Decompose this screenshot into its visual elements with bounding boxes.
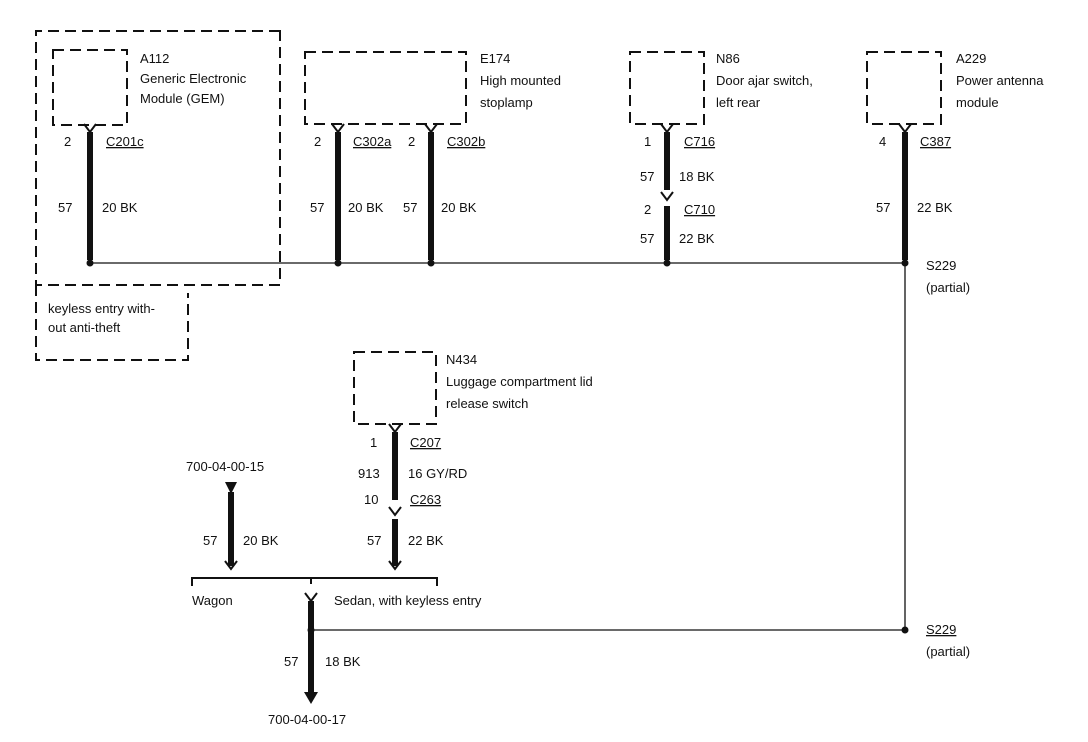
circuit-w3: 57 bbox=[403, 200, 417, 215]
pin-c302b: 2 bbox=[408, 134, 415, 149]
splice-name-top: S229 bbox=[926, 258, 956, 273]
splice-note-top: (partial) bbox=[926, 280, 970, 295]
wire-spec-w1: 20 BK bbox=[102, 200, 138, 215]
circuit-w10: 57 bbox=[284, 654, 298, 669]
component-id-n434: N434 bbox=[446, 352, 477, 367]
component-id-e174: E174 bbox=[480, 51, 510, 66]
pin-c207: 1 bbox=[370, 435, 377, 450]
circuit-w1: 57 bbox=[58, 200, 72, 215]
pin-c710: 2 bbox=[644, 202, 651, 217]
splice-name-bottom: S229 bbox=[926, 622, 956, 637]
splice-s229-top bbox=[901, 259, 909, 267]
splice-dot-output bbox=[307, 626, 315, 634]
circuit-w8: 57 bbox=[367, 533, 381, 548]
component-box-e174 bbox=[304, 51, 467, 125]
splice-dot-e174-b bbox=[427, 259, 435, 267]
circuit-w7: 913 bbox=[358, 466, 380, 481]
connector-name-c207: C207 bbox=[410, 435, 441, 450]
component-desc-a229-1: Power antenna bbox=[956, 73, 1044, 88]
circuit-w2: 57 bbox=[310, 200, 324, 215]
splice-dot-a112 bbox=[86, 259, 94, 267]
connector-name-c710: C710 bbox=[684, 202, 715, 217]
component-desc-n86-1: Door ajar switch, bbox=[716, 73, 813, 88]
connector-name-c302b: C302b bbox=[447, 134, 485, 149]
wire-spec-w2: 20 BK bbox=[348, 200, 384, 215]
pin-c201c: 2 bbox=[64, 134, 71, 149]
splice-note-bottom: (partial) bbox=[926, 644, 970, 659]
component-box-n434 bbox=[353, 351, 437, 425]
option-bracket bbox=[191, 577, 438, 586]
ref-arrow-top bbox=[225, 482, 237, 494]
circuit-w6: 57 bbox=[876, 200, 890, 215]
component-desc-a112-2: Module (GEM) bbox=[140, 91, 225, 106]
component-desc-a112-1: Generic Electronic bbox=[140, 71, 247, 86]
pin-c263: 10 bbox=[364, 492, 378, 507]
ref-bottom: 700-04-00-17 bbox=[268, 712, 346, 727]
connector-name-c716: C716 bbox=[684, 134, 715, 149]
connector-symbol-c201c bbox=[83, 123, 97, 134]
connector-symbol-c207 bbox=[388, 423, 402, 434]
connector-symbol-c716 bbox=[660, 123, 674, 134]
connector-symbol-output bbox=[304, 592, 318, 603]
circuit-w5: 57 bbox=[640, 231, 654, 246]
component-desc-e174-1: High mounted bbox=[480, 73, 561, 88]
wire-spec-w6: 22 BK bbox=[917, 200, 953, 215]
option-box-line-1: keyless entry with- bbox=[48, 301, 155, 316]
branch-label-wagon: Wagon bbox=[192, 593, 233, 608]
component-box-n86 bbox=[629, 51, 705, 125]
component-desc-n434-1: Luggage compartment lid bbox=[446, 374, 593, 389]
ref-arrow-bottom bbox=[304, 692, 318, 704]
wire-spec-w8: 22 BK bbox=[408, 533, 444, 548]
pin-c302a: 2 bbox=[314, 134, 321, 149]
connector-symbol-c263 bbox=[388, 506, 402, 517]
pin-c716: 1 bbox=[644, 134, 651, 149]
connector-symbol-c387 bbox=[898, 123, 912, 134]
connector-symbol-n434-bottom bbox=[388, 560, 402, 571]
wire-spec-w3: 20 BK bbox=[441, 200, 477, 215]
splice-dot-e174-a bbox=[334, 259, 342, 267]
connector-name-c263: C263 bbox=[410, 492, 441, 507]
connector-name-c302a: C302a bbox=[353, 134, 392, 149]
component-id-a229: A229 bbox=[956, 51, 986, 66]
connector-name-c201c: C201c bbox=[106, 134, 144, 149]
connector-symbol-c302b bbox=[424, 123, 438, 134]
wire-spec-w4: 18 BK bbox=[679, 169, 715, 184]
option-region-outline bbox=[35, 30, 281, 361]
wire-spec-w9: 20 BK bbox=[243, 533, 279, 548]
splice-dot-n86 bbox=[663, 259, 671, 267]
pin-c387: 4 bbox=[879, 134, 886, 149]
connector-symbol-wagon bbox=[224, 560, 238, 571]
component-box-a112 bbox=[52, 49, 128, 126]
option-box-line-2: out anti-theft bbox=[48, 320, 121, 335]
wire-spec-w5: 22 BK bbox=[679, 231, 715, 246]
component-desc-e174-2: stoplamp bbox=[480, 95, 533, 110]
component-id-n86: N86 bbox=[716, 51, 740, 66]
connector-symbol-c710 bbox=[660, 191, 674, 202]
component-desc-n86-2: left rear bbox=[716, 95, 761, 110]
splice-s229-bottom bbox=[901, 626, 909, 634]
component-id-a112: A112 bbox=[140, 51, 169, 66]
ref-top: 700-04-00-15 bbox=[186, 459, 264, 474]
wire-spec-w7: 16 GY/RD bbox=[408, 466, 467, 481]
branch-label-sedan: Sedan, with keyless entry bbox=[334, 593, 482, 608]
wire-spec-w10: 18 BK bbox=[325, 654, 361, 669]
component-desc-n434-2: release switch bbox=[446, 396, 528, 411]
component-desc-a229-2: module bbox=[956, 95, 999, 110]
connector-name-c387: C387 bbox=[920, 134, 951, 149]
circuit-w4: 57 bbox=[640, 169, 654, 184]
component-box-a229 bbox=[866, 51, 942, 125]
circuit-w9: 57 bbox=[203, 533, 217, 548]
connector-symbol-c302a bbox=[331, 123, 345, 134]
